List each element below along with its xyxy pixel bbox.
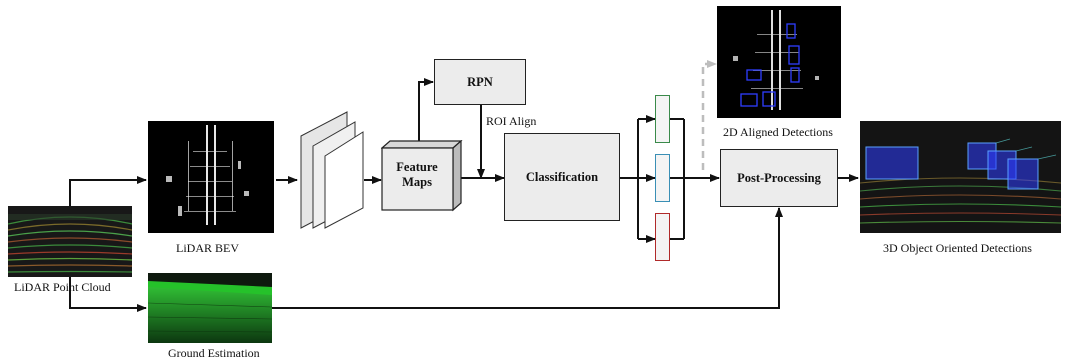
roi-align-label: ROI Align (486, 114, 537, 128)
branch-head-green (655, 95, 670, 143)
conv-stack (300, 111, 364, 229)
arrow-pointcloud-to-ground (69, 277, 147, 312)
lidar-bev-image (148, 121, 274, 233)
feature-maps-line2: Maps (402, 175, 432, 189)
post-processing-box: Post-Processing (720, 149, 838, 207)
arrow-features-to-rpn (418, 78, 434, 146)
lidar-point-cloud-label: LiDAR Point Cloud (14, 280, 111, 294)
ground-estimation-label: Ground Estimation (168, 346, 260, 360)
rpn-box: RPN (434, 59, 526, 105)
arrow-pointcloud-to-bev (69, 176, 147, 206)
feature-maps-line1: Feature (396, 160, 438, 174)
arrow-dashed-to-2d (701, 60, 717, 170)
ground-estimation-image (148, 273, 272, 343)
post-processing-label: Post-Processing (737, 170, 821, 185)
branch-head-red (655, 213, 670, 261)
branch-head-blue (655, 154, 670, 202)
classification-label: Classification (525, 169, 599, 184)
oriented-detections-image (860, 121, 1061, 233)
arrow-ground-to-postprocessing (272, 207, 783, 309)
feature-maps-cube (381, 140, 463, 212)
aligned-detections-image (717, 6, 841, 118)
rpn-label: RPN (467, 74, 493, 89)
feature-maps-label: Feature Maps (381, 160, 453, 190)
lidar-bev-label: LiDAR BEV (176, 241, 239, 255)
lidar-point-cloud-image (8, 206, 132, 277)
classification-box: Classification (504, 133, 620, 221)
aligned-detections-label: 2D Aligned Detections (723, 125, 833, 139)
oriented-detections-label: 3D Object Oriented Detections (883, 241, 1032, 255)
